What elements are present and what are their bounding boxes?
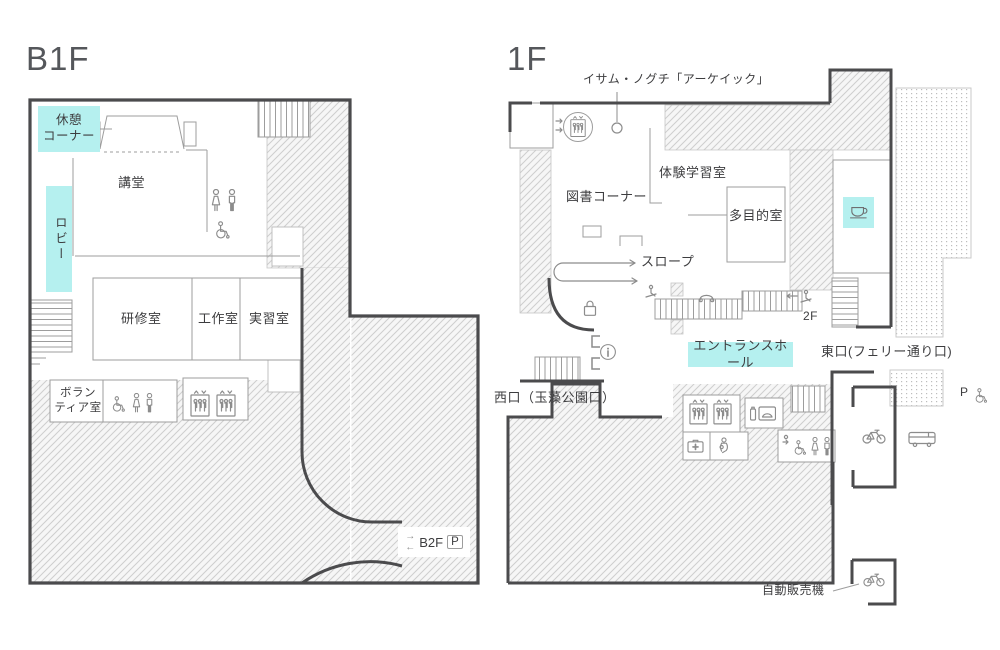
f1-east-exit-label: 東口(フェリー通り口) (821, 344, 953, 359)
f1-bicycle-parking-icon (862, 429, 886, 444)
b1f-rooms (49, 226, 470, 557)
f1-accessible-parking-icon (975, 388, 988, 403)
f1-west-exit-label: 西口（玉藻公園口） (494, 390, 616, 405)
f1-title: 1F (507, 40, 548, 77)
f1-artwork-label: イサム・ノグチ「アーケイック」 (583, 72, 770, 86)
f1-information-icon (599, 343, 617, 361)
b1f-practice-room-label: 実習室 (249, 311, 290, 326)
b1f-lobby-label: ロビー (46, 186, 72, 292)
f1-plan (506, 68, 988, 606)
b1f-ramp-to-parking-label: → ← B2F P (399, 528, 469, 556)
f1-vending-pointer (832, 583, 860, 592)
b1f-rest-corner-label: 休憩 コーナー (38, 106, 100, 152)
f1-west-door (591, 335, 600, 370)
ramp-arrows-icon: → ← (405, 530, 416, 554)
f1-accessible-parking-label: P (960, 385, 969, 399)
b1f-training-room-label: 研修室 (121, 311, 162, 326)
b1f-volunteer-room-label: ボラン ティア室 (54, 387, 102, 414)
f1-library-corner-label: 図書コーナー (566, 189, 648, 204)
b1f-outer-walls (28, 98, 480, 585)
f1-slope-arrows (553, 259, 638, 285)
f1-coin-locker-icon (583, 300, 597, 316)
f1-vending-bicycle-icon (863, 573, 885, 587)
b1f-ramp-curves (300, 268, 403, 585)
f1-vending-machine-label: 自動販売機 (762, 583, 825, 597)
f1-terrace-dotted (889, 87, 972, 407)
f1-rooms (509, 102, 893, 463)
f1-entrance-elevator-icon (555, 112, 593, 142)
f1-sculpture-icon (611, 92, 623, 134)
b1f-title: B1F (26, 40, 90, 77)
f1-walls (506, 68, 897, 606)
f1-upstairs-label: 2F (803, 309, 819, 323)
b1f-stairs-icon (29, 99, 311, 365)
f1-stairs-icons (534, 277, 859, 413)
f1-experience-room-label: 体験学習室 (659, 165, 727, 180)
cafe-icon (849, 207, 867, 219)
f1-escalator-icon (645, 284, 812, 320)
f1-slope-label: スロープ (641, 254, 695, 269)
f1-partitions (582, 128, 727, 246)
f1-multipurpose-room-label: 多目的室 (729, 208, 784, 223)
f1-toilet-icons (782, 434, 830, 456)
b1f-plan (28, 98, 480, 585)
f1-cafe-highlight (843, 197, 874, 228)
f1-hatched-areas (508, 69, 891, 583)
f1-bus-stop-icon (908, 431, 936, 448)
ramp-floor-label: B2F (419, 534, 444, 550)
b1f-auditorium-label: 講堂 (118, 175, 146, 190)
parking-badge: P (447, 535, 463, 549)
b1f-craft-room-label: 工作室 (198, 311, 239, 326)
f1-entrance-hall-label: エントランスホール (688, 338, 793, 370)
